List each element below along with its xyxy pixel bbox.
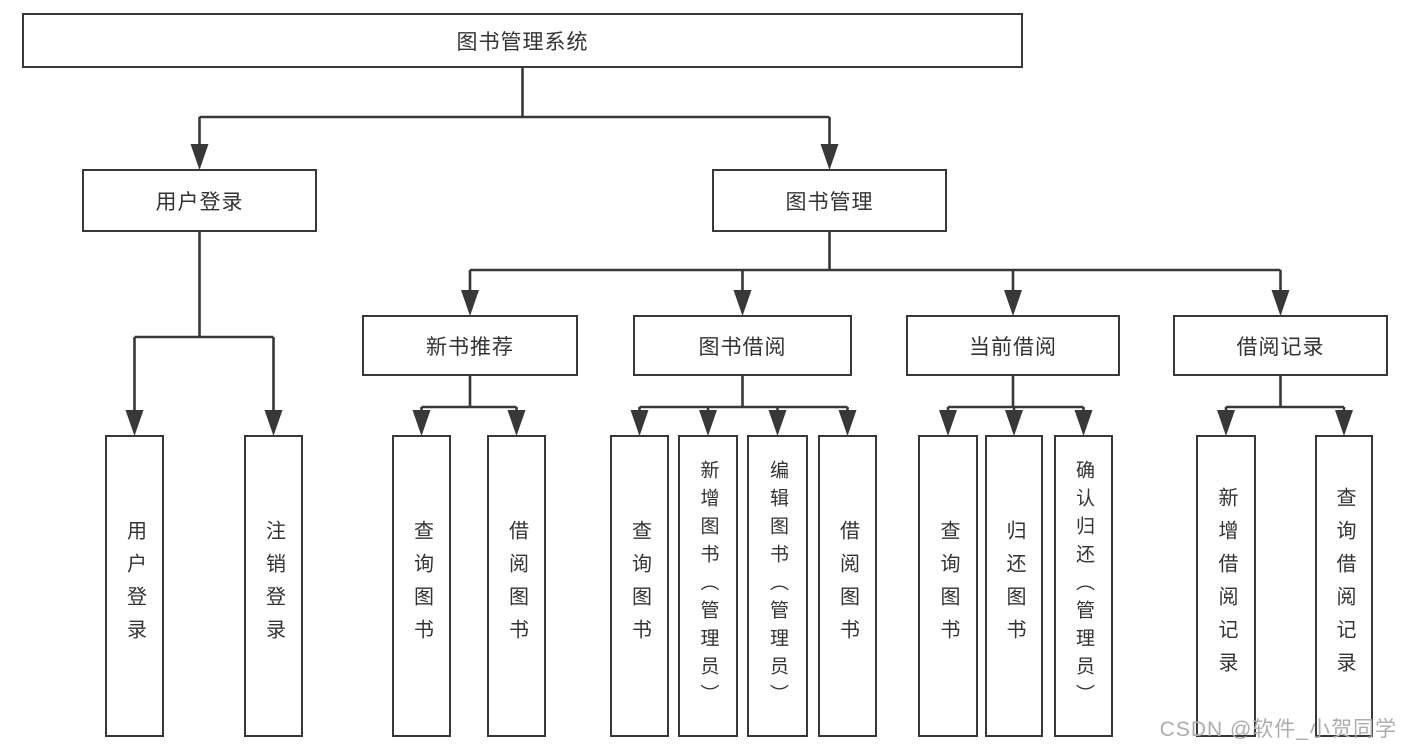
watermark: CSDN @软件_小贺同学	[1159, 718, 1397, 741]
node-label: 借阅图书	[505, 520, 528, 652]
node-label: 查询图书	[628, 520, 651, 652]
leaf-query-books-borrowing: 查询图书	[610, 435, 669, 737]
arrowhead	[1271, 290, 1290, 316]
leaf-query-books-current: 查询图书	[918, 435, 978, 737]
leaf-confirm-return-admin: 确认归还（管理员）	[1054, 435, 1113, 737]
arrowhead	[1074, 410, 1093, 436]
arrowhead	[1004, 290, 1022, 316]
leaf-borrow-books-recommend: 借阅图书	[487, 435, 546, 737]
node-label: 新书推荐	[426, 335, 514, 359]
arrowhead	[190, 144, 209, 170]
arrowhead	[1005, 410, 1023, 436]
node-label: 借阅图书	[836, 520, 859, 652]
node-user-login: 用户登录	[82, 169, 317, 232]
node-label: 借阅记录	[1236, 335, 1325, 359]
node-label: 图书管理系统	[456, 30, 589, 54]
leaf-return-books: 归还图书	[985, 435, 1043, 737]
leaf-query-books-recommend: 查询图书	[392, 435, 451, 737]
node-label: 图书管理	[785, 190, 874, 214]
node-label: 编辑图书（管理员）	[767, 460, 788, 712]
node-label: 当前借阅	[969, 335, 1057, 359]
node-borrowing-records: 借阅记录	[1173, 315, 1388, 376]
arrowhead	[838, 410, 857, 436]
arrowhead	[768, 410, 787, 436]
node-label: 图书借阅	[698, 335, 787, 359]
node-label: 查询图书	[410, 520, 433, 652]
node-label: 新增借阅记录	[1215, 487, 1237, 685]
arrowhead	[412, 410, 431, 436]
node-label: 新增图书（管理员）	[697, 460, 719, 712]
arrowhead	[1335, 410, 1353, 436]
arrowhead	[630, 410, 649, 436]
arrowhead	[264, 410, 283, 436]
arrowhead	[820, 144, 839, 170]
node-label: 确认归还（管理员）	[1073, 460, 1094, 712]
node-label: 用户登录	[123, 520, 146, 652]
leaf-edit-books-admin: 编辑图书（管理员）	[747, 435, 808, 737]
arrowhead	[507, 410, 526, 436]
leaf-logout-login: 注销登录	[244, 435, 303, 737]
node-book-borrowing: 图书借阅	[633, 315, 852, 376]
arrowhead	[699, 410, 717, 436]
node-label: 用户登录	[155, 190, 244, 214]
arrowhead	[1217, 410, 1235, 436]
node-system-root: 图书管理系统	[22, 13, 1023, 68]
arrowhead	[733, 290, 752, 316]
leaf-user-login: 用户登录	[105, 435, 164, 737]
node-label: 查询借阅记录	[1333, 487, 1355, 685]
node-current-borrowing: 当前借阅	[906, 315, 1120, 376]
leaf-add-books-admin: 新增图书（管理员）	[678, 435, 738, 737]
arrowhead	[461, 290, 479, 316]
node-label: 注销登录	[262, 520, 285, 652]
arrowhead	[125, 410, 144, 436]
node-label: 归还图书	[1003, 520, 1025, 652]
leaf-query-borrow-record: 查询借阅记录	[1315, 435, 1373, 737]
arrowhead	[939, 410, 957, 436]
leaf-add-borrow-record: 新增借阅记录	[1196, 435, 1256, 737]
node-new-book-recommendation: 新书推荐	[362, 315, 578, 376]
leaf-borrow-books-borrowing: 借阅图书	[818, 435, 877, 737]
node-label: 查询图书	[937, 520, 959, 652]
node-book-management: 图书管理	[712, 169, 947, 232]
